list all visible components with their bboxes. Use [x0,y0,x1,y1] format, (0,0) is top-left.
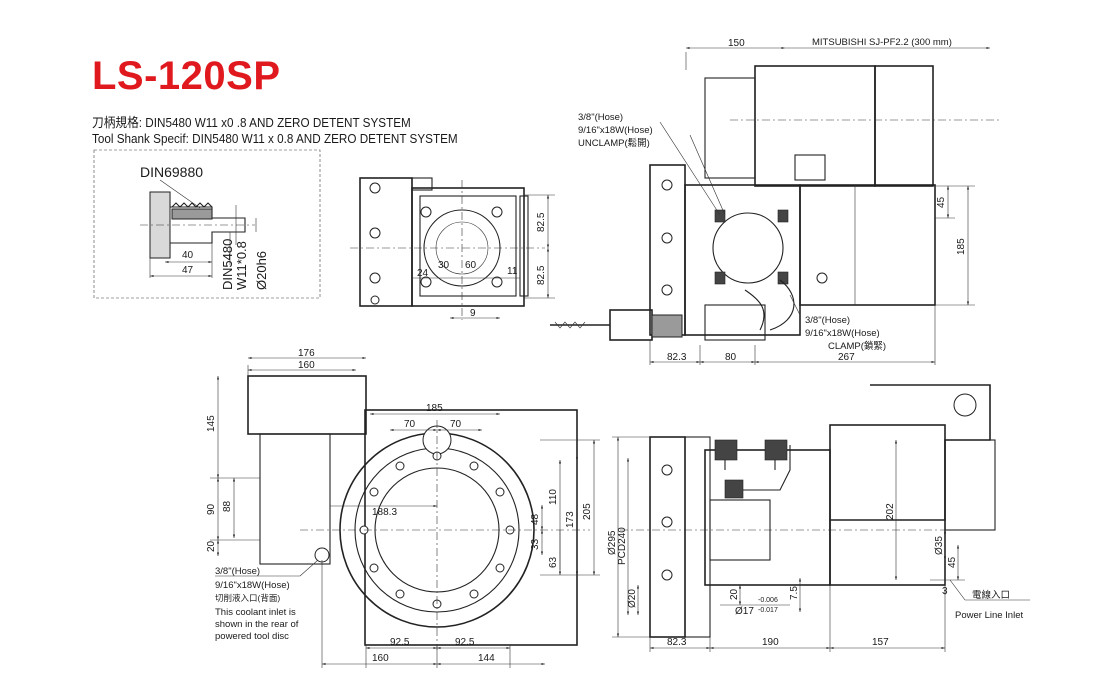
lower-dim-82-3: 82.3 [667,637,687,648]
detail-view-border [93,149,321,299]
side-dim-150: 150 [728,38,745,49]
plan-dim-92-5-right: 92.5 [455,637,475,648]
side-dim-82-3: 82.3 [667,352,687,363]
plan-dim-90: 90 [206,503,217,515]
front-dim-60: 60 [465,260,477,271]
side-view-bottom: Ø295 PCD240 Ø20 20 Ø17 -0.006 -0.017 7.5… [607,384,1030,652]
power-inlet-en: Power Line Inlet [955,610,1023,621]
plan-dim-63: 63 [548,556,559,568]
lower-dim-20: 20 [729,588,740,600]
plan-dim-188-3: 188.3 [372,507,397,518]
front-dim-11: 11 [507,266,518,277]
plan-dim-92-5-left: 92.5 [390,637,410,648]
front-dim-24: 24 [417,268,429,279]
lower-housing [704,449,831,586]
gearbox [799,184,936,306]
tool-housing [684,184,801,336]
motor-model-label: MITSUBISHI SJ-PF2.2 (300 mm) [812,37,952,48]
lower-dim-157: 157 [872,637,889,648]
detail-view-tool-shank: 40 47 DIN69880 DIN5480 W11*0.8 Ø20h6 [93,149,321,299]
plan-dim-144: 144 [478,653,495,664]
plan-dim-160-bottom: 160 [372,653,389,664]
plan-dim-185: 185 [426,403,443,414]
coolant-inlet-port [314,547,330,563]
front-view: 82.5 82.5 24 30 60 11 9 [350,177,555,320]
side-dim-45: 45 [936,196,947,208]
front-dim-82-5-top: 82.5 [536,212,547,232]
spline-teeth [171,202,213,208]
front-dim-82-5-bottom: 82.5 [536,265,547,285]
front-housing [411,187,525,307]
unclamp-hose-2: 9/16"x18W(Hose) [578,125,653,136]
plan-dim-48: 48 [530,513,541,525]
coolant-note-2: shown in the rear of [215,619,299,630]
plan-dim-145: 145 [206,415,217,432]
spline-section [171,208,213,220]
front-side-plate [359,177,413,307]
dia-label-20h6: Ø20h6 [254,251,269,290]
plan-dim-70-right: 70 [450,419,462,430]
coolant-note-3: powered tool disc [215,631,289,642]
side-dim-267: 267 [838,352,855,363]
plan-dim-110: 110 [548,489,559,505]
motor-rear [874,65,934,187]
plan-dim-70-left: 70 [404,419,416,430]
coolant-hose-1: 3/8"(Hose) [215,566,260,577]
detail-dim-40: 40 [182,250,194,261]
plan-housing [364,409,578,646]
coolant-inlet-cn: 切削液入口(背面) [215,593,280,603]
product-title: LS-120SP [92,54,281,98]
unclamp-hose-1: 3/8"(Hose) [578,112,623,123]
drill-holder [609,309,653,341]
side-view-top: 150 MITSUBISHI SJ-PF2.2 (300 mm) 3/8"(Ho… [550,37,1000,365]
clamp-hose-1: 3/8"(Hose) [805,315,850,326]
lower-dim-190: 190 [762,637,779,648]
lower-dim-dia20: Ø20 [627,589,638,608]
housing-bore [712,212,784,284]
motor-adapter [704,77,756,179]
side-dim-185: 185 [956,238,967,255]
turret-plate [649,164,686,336]
plan-dim-160: 160 [298,360,315,371]
lower-dim-45: 45 [947,556,958,568]
lower-dim-7-5: 7.5 [789,586,800,600]
tool-shank-spec-en: Tool Shank Specif: DIN5480 W11 x 0.8 AND… [92,131,458,146]
motor-body [754,65,876,187]
lower-dim-202: 202 [885,503,896,520]
coolant-note-1: This coolant inlet is [215,607,296,618]
front-dim-30: 30 [438,260,450,271]
spline-label-2: W11*0.8 [234,241,249,290]
lower-dim-295: Ø295 [607,530,618,555]
detail-dim-47: 47 [182,265,194,276]
plan-motor-block [247,375,367,435]
disc-bolt-holes [359,451,515,609]
plan-dim-176: 176 [298,348,315,359]
plan-view-disc: 176 160 185 70 70 145 90 88 20 188.3 205… [206,348,600,668]
plan-dim-33: 33 [530,538,541,550]
plan-dim-88: 88 [222,500,233,512]
clamp-label: CLAMP(鎖緊) [828,340,886,352]
unclamp-label: UNCLAMP(鬆開) [578,137,650,149]
plan-dim-20: 20 [206,540,217,552]
lower-tol-upper: -0.006 [758,597,778,604]
front-dim-9: 9 [470,308,476,319]
clamp-hose-2: 9/16"x18W(Hose) [805,328,880,339]
spline-label-1: DIN5480 [220,239,235,290]
lower-dim-dia35: Ø35 [934,536,945,555]
plan-dim-173: 173 [565,511,576,528]
din69880-label: DIN69880 [140,164,203,180]
plan-dim-205: 205 [582,503,593,520]
lower-dim-dia17: Ø17 [735,606,754,617]
lower-tol-lower: -0.017 [758,607,778,614]
power-inlet-cn: 電線入口 [972,589,1010,601]
side-dim-80: 80 [725,352,737,363]
lower-dim-pcd240: PCD240 [617,527,628,565]
tool-shank-spec-cn: 刀柄規格: DIN5480 W11 x0 .8 AND ZERO DETENT … [92,115,411,130]
coolant-hose-2: 9/16"x18W(Hose) [215,580,290,591]
